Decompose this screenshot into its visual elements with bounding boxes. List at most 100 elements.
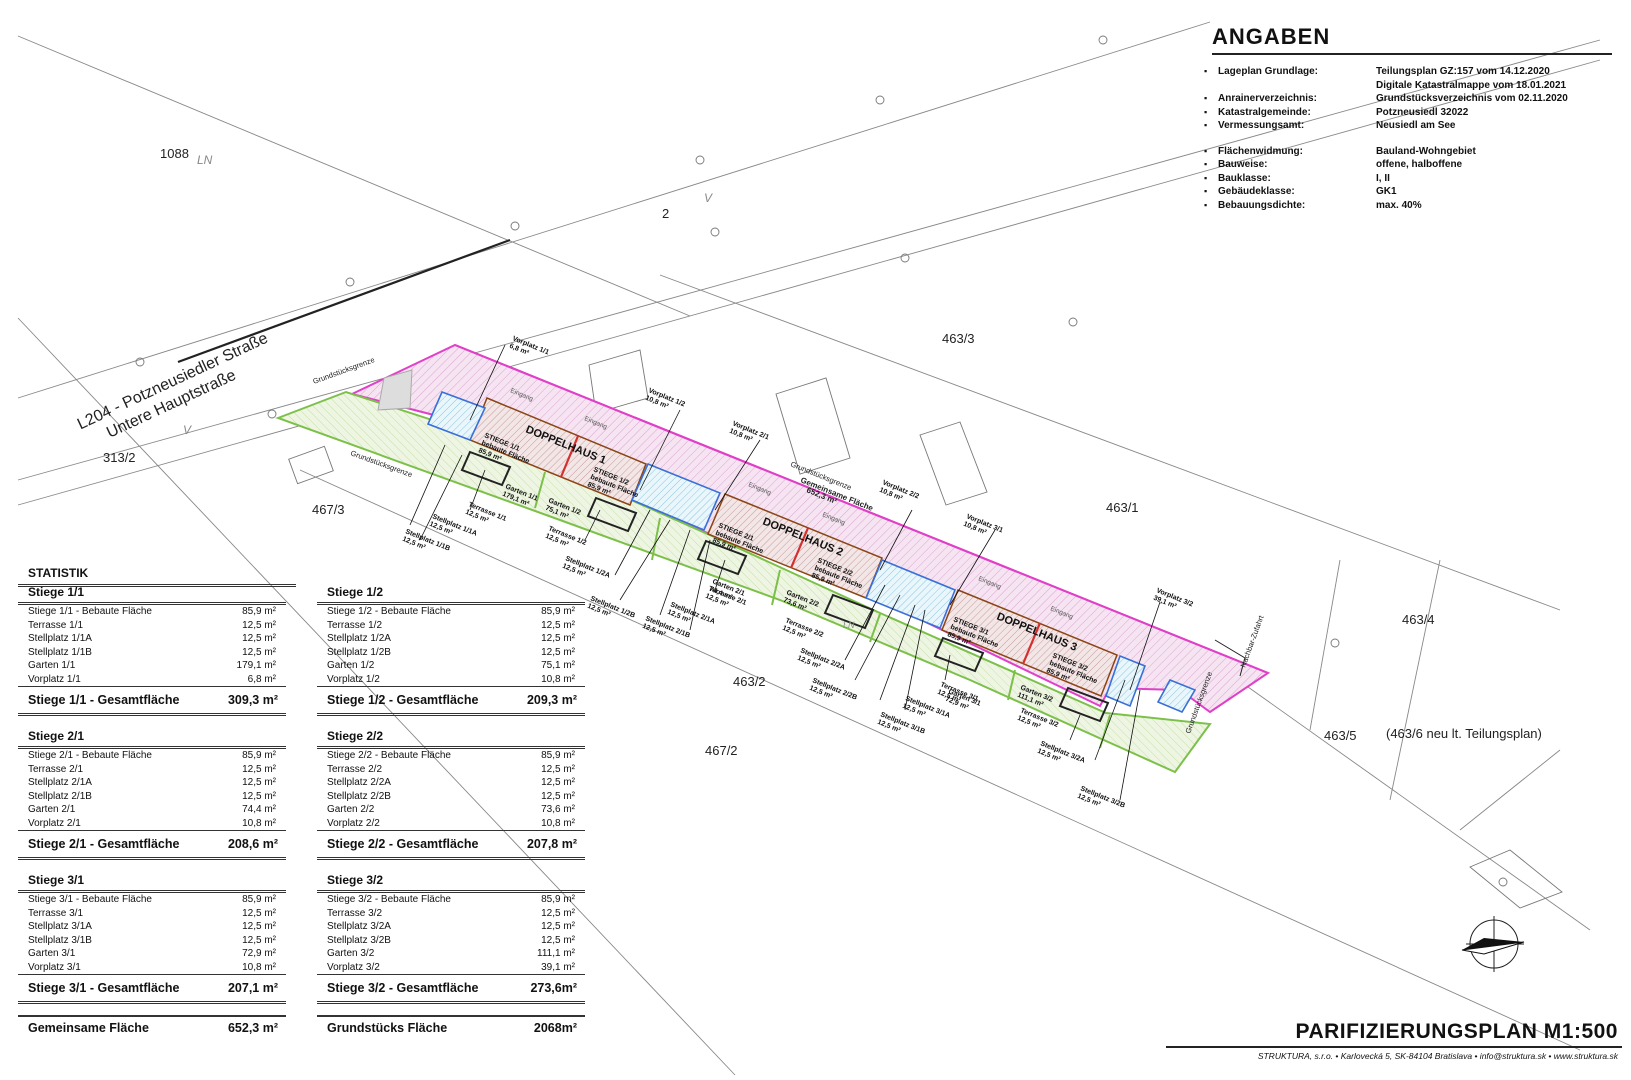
garden-dividers: [534, 471, 1111, 749]
leader-lines: [409, 344, 1161, 801]
svg-text:Nachbar-Zufahrt: Nachbar-Zufahrt: [1238, 613, 1265, 668]
angaben-row: Bebauungsdichte:max. 40%: [1204, 199, 1612, 213]
angaben-row: Bauklasse:I, II: [1204, 172, 1612, 186]
plan-title: PARIFIZIERUNGSPLAN M1:500: [1166, 1020, 1622, 1048]
terrace-parking-label: Stellplatz 3/2A12,5 m²: [1036, 740, 1086, 772]
statistik-panel: STATISTIK: [18, 566, 603, 587]
vorplatz-label: Vorplatz 1/16,8 m²: [508, 335, 550, 363]
angaben-row: Anrainerverzeichnis:Grundstücksverzeichn…: [1204, 92, 1612, 106]
parcel-467-2: 467/2: [705, 743, 738, 758]
svg-text:LN: LN: [197, 153, 213, 167]
north-arrow-icon: [1461, 916, 1525, 972]
angaben-row: Gebäudeklasse:GK1: [1204, 185, 1612, 199]
parcel-463-5: 463/5: [1324, 728, 1357, 743]
parcel-463-1: 463/1: [1106, 500, 1139, 515]
parcel-467-3: 467/3: [312, 502, 345, 517]
statistik-title: STATISTIK: [18, 566, 296, 587]
svg-text:V: V: [704, 191, 713, 205]
angaben-title: ANGABEN: [1212, 24, 1612, 55]
angaben-panel: ANGABEN Lageplan Grundlage:Teilungsplan …: [1204, 24, 1612, 213]
angaben-row: Digitale Katastralmappe vom 18.01.2021: [1376, 79, 1567, 91]
title-block: PARIFIZIERUNGSPLAN M1:500 STRUKTURA, s.r…: [1166, 1020, 1622, 1061]
stiege-heading: Stiege 2/1: [18, 726, 286, 749]
terrace-parking-label: Terrasse 1/212,5 m²: [544, 525, 587, 554]
vorplatz-label: Vorplatz 2/210,8 m²: [878, 479, 920, 507]
angaben-row: Vermessungsamt:Neusiedl am See: [1204, 119, 1612, 133]
land-use-codes: LN V V LN: [183, 153, 855, 630]
vorplatz-label: Vorplatz 3/110,8 m²: [962, 513, 1004, 541]
company-info: STRUKTURA, s.r.o. • Karlovecká 5, SK-841…: [1257, 1051, 1618, 1061]
svg-text:LN: LN: [843, 620, 855, 630]
parking-areas: [426, 390, 1197, 714]
parcel-463-3: 463/3: [942, 331, 975, 346]
angaben-row: Katastralgemeinde:Potzneusiedl 32022: [1204, 106, 1612, 120]
nachbar-bracket: [1214, 639, 1246, 677]
terrace-parking-label: Stellplatz 3/2B12,5 m²: [1076, 785, 1126, 817]
parcel-463-5-note: (463/6 neu lt. Teilungsplan): [1386, 726, 1542, 741]
building-separators: [559, 435, 1042, 665]
angaben-row: Lageplan Grundlage:Teilungsplan GZ:157 v…: [1204, 65, 1612, 79]
terrace-parking-label: Terrasse 2/212,5 m²: [781, 617, 824, 646]
parcel-labels: 1088 2 463/3 463/1 463/4 463/5 (463/6 ne…: [103, 146, 1542, 758]
boundary-line-upper: [454, 344, 1269, 674]
neighbor-buildings: [288, 349, 1563, 909]
cadastral-lines: [17, 21, 1601, 1076]
survey-markers: [135, 35, 1508, 887]
terrace-parking-label: Stellplatz 1/2B12,5 m²: [586, 595, 636, 627]
stiege-heading: Stiege 1/2: [317, 582, 585, 605]
stiege-heading: Stiege 1/1: [18, 582, 286, 605]
terraces: [460, 450, 1110, 723]
street-edge-line: [177, 238, 511, 364]
svg-text:V: V: [183, 423, 192, 437]
terrace-parking-label: Terrasse 1/112,5 m²: [464, 501, 507, 530]
angaben-row: Bauweise:offene, halboffene: [1204, 158, 1612, 172]
vorplatz-label: Vorplatz 1/210,8 m²: [644, 387, 686, 415]
stiege-heading: Stiege 3/1: [18, 870, 286, 893]
parcel-313-2: 313/2: [103, 450, 136, 465]
svg-text:Grundstücksgrenze: Grundstücksgrenze: [312, 355, 376, 386]
parcel-1088: 1088: [160, 146, 189, 161]
buildings: [469, 397, 1118, 697]
